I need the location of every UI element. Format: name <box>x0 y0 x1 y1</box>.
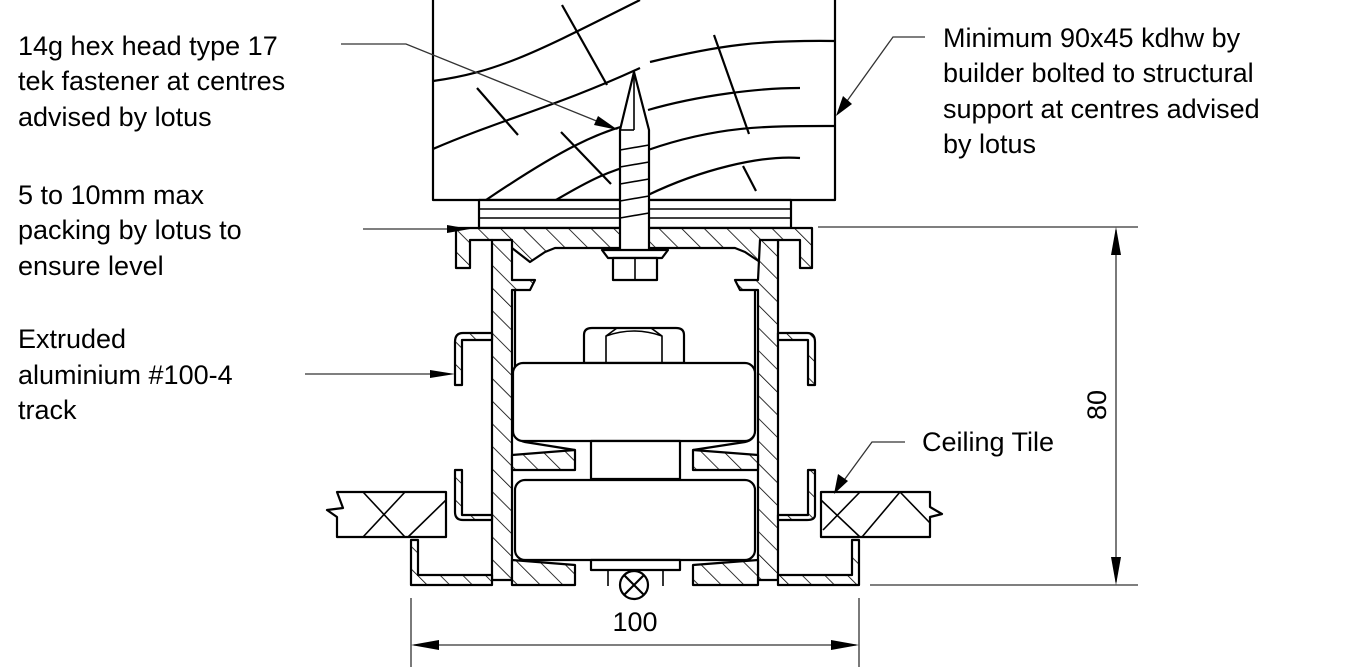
tek-fastener <box>600 70 670 282</box>
annotation-line: aluminium #100-4 <box>18 360 233 390</box>
annotation-fastener: 14g hex head type 17 tek fastener at cen… <box>18 31 285 132</box>
leader-ceiling <box>834 441 905 494</box>
hanger-point-icon <box>618 569 650 601</box>
annotation-line: track <box>18 395 77 425</box>
annotation-line: builder bolted to structural <box>943 58 1254 88</box>
ceiling-tile-right <box>819 490 944 539</box>
axle-block <box>589 439 682 481</box>
annotation-line: 14g hex head type 17 <box>18 31 278 61</box>
annotation-line: 5 to 10mm max <box>18 180 205 210</box>
hex-nut <box>582 326 686 365</box>
annotation-line: Extruded <box>18 324 126 354</box>
annotation-packing: 5 to 10mm max packing by lotus to ensure… <box>18 180 242 281</box>
annotation-line: Minimum 90x45 kdhw by <box>943 23 1241 53</box>
annotation-line: Ceiling Tile <box>922 427 1054 457</box>
trolley-assembly <box>511 326 757 586</box>
upper-wheel <box>511 361 757 443</box>
annotation-ceiling: Ceiling Tile <box>922 427 1054 457</box>
leader-packing <box>363 225 470 233</box>
annotation-timber: Minimum 90x45 kdhw by builder bolted to … <box>943 23 1260 159</box>
aluminium-track <box>409 226 861 587</box>
annotation-line: support at centres advised <box>943 94 1260 124</box>
dimension-width-value: 100 <box>612 607 657 637</box>
annotation-line: ensure level <box>18 251 164 281</box>
timber-grain <box>433 0 835 200</box>
dimension-height: 80 <box>818 226 1138 586</box>
annotation-line: tek fastener at centres <box>18 66 285 96</box>
leader-fastener <box>341 43 618 130</box>
dimension-height-value: 80 <box>1082 390 1112 420</box>
leader-timber <box>836 36 925 116</box>
annotation-line: packing by lotus to <box>18 215 242 245</box>
annotation-track: Extruded aluminium #100-4 track <box>18 324 233 425</box>
ceiling-tile-left <box>325 490 448 539</box>
annotation-line: advised by lotus <box>18 102 212 132</box>
annotation-line: by lotus <box>943 129 1036 159</box>
lower-wheel <box>513 478 757 562</box>
dimension-width: 100 <box>410 598 860 667</box>
leader-track <box>305 370 455 378</box>
